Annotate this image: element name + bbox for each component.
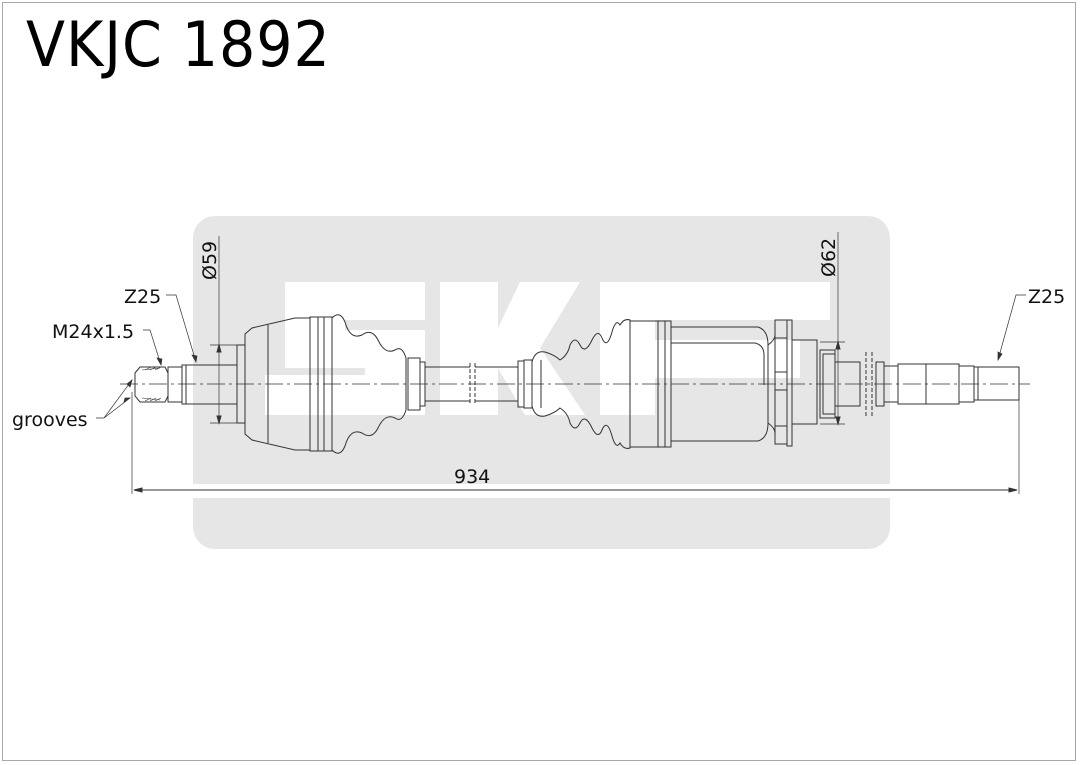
label-right-diameter: Ø62 [818,238,840,277]
label-grooves: grooves [12,409,88,431]
dim-right-diameter [820,232,845,426]
inner-joint-boot [517,319,672,449]
right-stub [835,352,1020,416]
label-left-spline: Z25 [124,286,161,308]
inner-joint-housing [671,319,836,447]
label-right-spline: Z25 [1028,286,1065,308]
dim-overall-length [131,392,1020,494]
dim-left-diameter [210,236,240,425]
part-number-title: VKJC 1892 [26,8,331,81]
label-overall-length: 934 [454,466,490,488]
intermediate-shaft [425,363,518,405]
label-left-diameter: Ø59 [199,241,221,280]
outer-cv-joint [244,314,426,454]
leader-lines [96,294,1026,419]
label-thread: M24x1.5 [52,321,134,343]
